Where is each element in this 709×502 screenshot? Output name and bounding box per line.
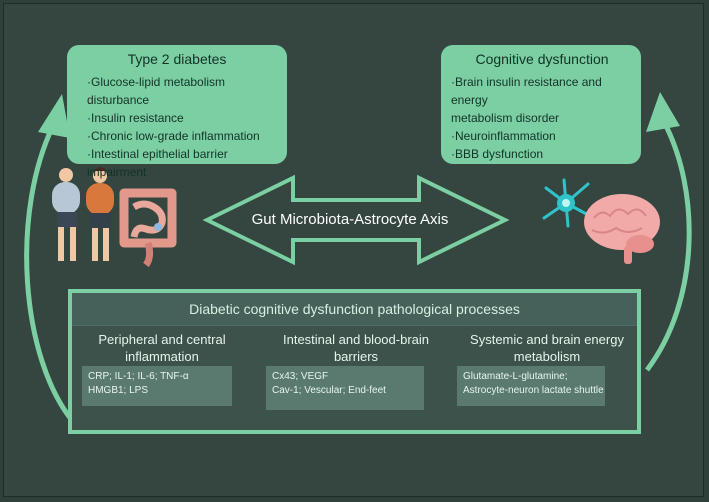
column-title-line: Intestinal and blood-brain xyxy=(283,332,429,347)
type2-diabetes-list: ·Glucose-lipid metabolism disturbance ·I… xyxy=(87,73,279,181)
right-arrowhead xyxy=(646,92,680,132)
inflammation-markers-card: CRP; IL-1; IL-6; TNF-α HMGB1; LPS xyxy=(82,366,232,406)
list-item: ·Chronic low-grade inflammation xyxy=(87,129,260,143)
list-item: ·BBB dysfunction xyxy=(451,147,544,161)
barrier-markers-card: Cx43; VEGF Cav-1; Vescular; End-feet xyxy=(266,366,424,410)
intestine-icon xyxy=(119,188,177,268)
list-item: ·Brain insulin resistance and energy xyxy=(451,75,602,107)
column-title-line: barriers xyxy=(333,349,379,364)
column-title-line: inflammation xyxy=(125,349,199,364)
brain-icon xyxy=(584,194,660,264)
pathology-column-metabolism: Systemic and brain energy metabolism Glu… xyxy=(457,331,637,406)
type2-diabetes-title: Type 2 diabetes xyxy=(127,51,227,67)
right-curved-arrow xyxy=(645,120,692,372)
list-item: metabolism disorder xyxy=(451,111,560,125)
metabolism-markers-card: Glutamate-L-glutamine; Astrocyte-neuron … xyxy=(457,366,605,406)
double-arrow xyxy=(202,174,510,266)
cognitive-dysfunction-title: Cognitive dysfunction xyxy=(475,51,609,67)
type2-diabetes-box: Type 2 diabetes ·Glucose-lipid metabolis… xyxy=(67,45,287,179)
card-line: Cx43; VEGF xyxy=(272,371,329,382)
left-curved-arrow xyxy=(24,120,77,426)
pathology-panel: Diabetic cognitive dysfunction pathologi… xyxy=(68,289,641,434)
list-item: ·Insulin resistance xyxy=(87,111,184,125)
card-line: Cav-1; Vescular; End-feet xyxy=(272,385,386,396)
obese-people-icon xyxy=(52,167,114,261)
cognitive-dysfunction-box: Cognitive dysfunction ·Brain insulin res… xyxy=(441,45,641,164)
card-line: CRP; IL-1; IL-6; TNF-α xyxy=(88,371,189,382)
list-item: ·Intestinal epithelial barrier impairmen… xyxy=(87,147,228,179)
pathology-column-barriers: Intestinal and blood-brain barriers Cx43… xyxy=(266,331,446,410)
list-item: ·Neuroinflammation xyxy=(451,129,556,143)
cognitive-dysfunction-list: ·Brain insulin resistance and energy met… xyxy=(451,73,633,163)
card-line: Astrocyte-neuron lactate shuttle xyxy=(463,385,604,396)
left-arrowhead xyxy=(38,94,70,138)
column-title-line: metabolism xyxy=(513,349,581,364)
column-title-line: Peripheral and central xyxy=(98,332,226,347)
column-title-line: Systemic and brain energy xyxy=(470,332,624,347)
card-line: Glutamate-L-glutamine; xyxy=(463,371,568,382)
card-line: HMGB1; LPS xyxy=(88,385,149,396)
list-item: ·Glucose-lipid metabolism disturbance xyxy=(87,75,226,107)
axis-label: Gut Microbiota-Astrocyte Axis xyxy=(251,211,449,228)
pathology-column-inflammation: Peripheral and central inflammation CRP;… xyxy=(72,331,252,406)
pathology-title: Diabetic cognitive dysfunction pathologi… xyxy=(72,293,637,326)
